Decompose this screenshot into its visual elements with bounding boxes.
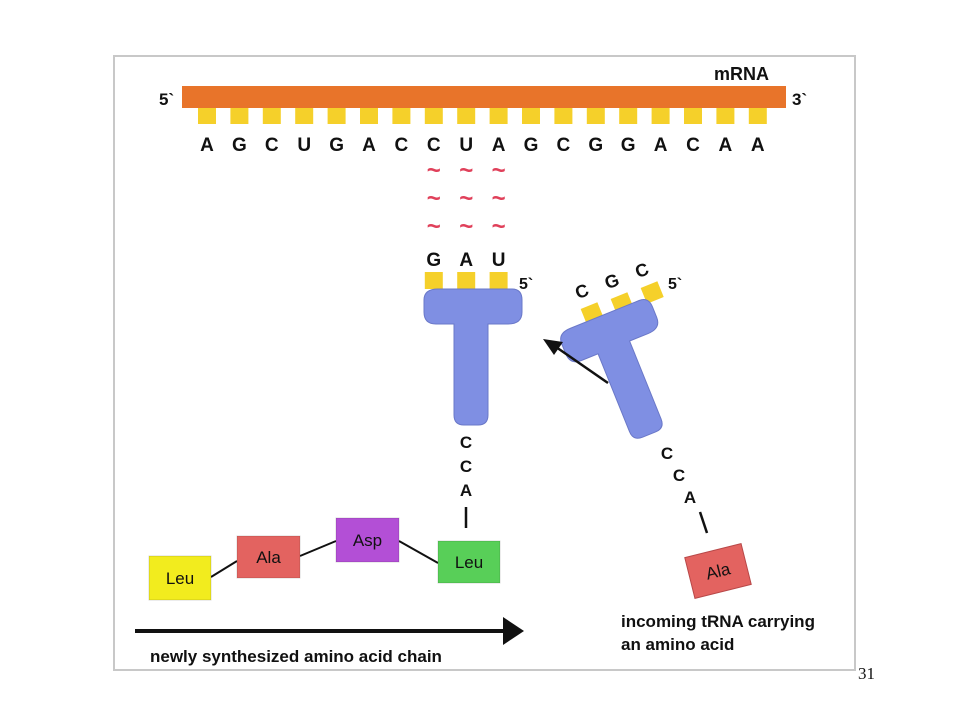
mrna-base-letter: G — [621, 135, 636, 156]
mrna-base-tab — [262, 108, 281, 124]
mrna-base-letter: A — [492, 135, 506, 156]
peptide-bond-2 — [299, 540, 337, 557]
amino-acid-label: Ala — [256, 548, 281, 567]
mrna-base-tab — [619, 108, 638, 124]
amino-acid-box — [148, 555, 212, 601]
mrna-base-tab — [327, 108, 346, 124]
mrna-base-letter: C — [686, 135, 700, 156]
mrna-base-tab — [684, 108, 702, 124]
bound-acceptor-letter: C — [460, 433, 472, 452]
mrna-base-letter: C — [427, 135, 441, 156]
incoming-acceptor-letter: C — [673, 466, 685, 485]
chain-direction-arrow-head — [503, 617, 524, 645]
incoming-anticodon-letter: C — [572, 280, 591, 303]
mrna-base-letter: G — [524, 135, 539, 156]
mrna-base-tab — [360, 108, 378, 124]
pairing-tilde: ~ — [459, 185, 473, 212]
mrna-base-tab — [748, 108, 767, 124]
chain-caption: newly synthesized amino acid chain — [150, 647, 442, 666]
amino-acid-box — [335, 517, 400, 563]
peptide-bond-1 — [210, 560, 238, 578]
bound-acceptor-letter: C — [460, 457, 472, 476]
mrna-base-letter: C — [395, 135, 409, 156]
codon-anticodon-pairing: ~~~~~~~~~ — [427, 157, 506, 240]
incoming-trna-acceptor: CCA — [661, 444, 696, 507]
pairing-tilde: ~ — [492, 157, 506, 184]
mrna-label: mRNA — [714, 64, 769, 84]
amino-acid-label: Asp — [353, 531, 382, 550]
mrna-base-tab — [198, 108, 216, 124]
amino-acid-label: Leu — [166, 569, 194, 588]
mrna-base-tab — [457, 108, 476, 124]
mrna-base-letter: A — [719, 135, 733, 156]
mrna-base-letter: A — [751, 135, 765, 156]
bound-anticodon-letter: U — [492, 250, 506, 271]
pairing-tilde: ~ — [427, 213, 441, 240]
incoming-trna-link — [698, 511, 709, 534]
incoming-anticodon-letter: G — [602, 270, 622, 294]
amino-acid-label: Leu — [455, 553, 483, 572]
mrna-base-letter: U — [459, 135, 473, 156]
amino-acid-box — [236, 535, 301, 579]
pairing-tilde: ~ — [492, 185, 506, 212]
bound-anticodon-tab — [457, 272, 476, 289]
bound-anticodon-tab — [489, 272, 508, 289]
page-number: 31 — [858, 664, 875, 683]
mrna-base-tab — [489, 108, 508, 124]
mrna-base-letter: A — [654, 135, 668, 156]
mrna-base-tab — [586, 108, 605, 124]
incoming-trna-five-prime-label: 5` — [668, 276, 682, 293]
incoming-caption-line-2: an amino acid — [621, 635, 734, 654]
incoming-acceptor-letter: A — [684, 488, 696, 507]
mrna-base-letter: C — [557, 135, 571, 156]
pairing-tilde: ~ — [459, 157, 473, 184]
mrna-base-tab — [230, 108, 249, 124]
mrna-base-letter: A — [200, 135, 214, 156]
pairing-tilde: ~ — [492, 213, 506, 240]
incoming-arrow-head — [543, 339, 563, 355]
incoming-caption-line-1: incoming tRNA carrying — [621, 612, 815, 631]
mrna-base-letter: C — [265, 135, 279, 156]
incoming-acceptor-letter: C — [661, 444, 673, 463]
bound-acceptor-letter: A — [460, 481, 472, 500]
mrna-base-tab — [554, 108, 573, 124]
bound-anticodon-tab — [424, 272, 443, 289]
mrna-base-tab — [716, 108, 735, 124]
mrna-base-letter: A — [362, 135, 376, 156]
mrna-base-tab — [651, 108, 670, 124]
pairing-tilde: ~ — [459, 213, 473, 240]
mrna-base-tab — [295, 108, 314, 124]
mrna-base-letter: U — [297, 135, 311, 156]
incoming-amino-acid-box — [684, 543, 752, 599]
bound-anticodon-letter: G — [426, 250, 441, 271]
incoming-anticodon-tab — [640, 281, 664, 304]
bound-trna-body — [423, 288, 523, 426]
mrna-base-letter: G — [588, 135, 603, 156]
pairing-tilde: ~ — [427, 157, 441, 184]
amino-acid-box — [437, 540, 501, 584]
mrna-strand — [182, 86, 786, 108]
bound-anticodon-letter: A — [459, 250, 473, 271]
mrna-base-tab — [522, 108, 540, 124]
incoming-anticodon-letter: C — [632, 259, 651, 282]
mrna-base-letter: G — [232, 135, 247, 156]
mrna-base-letter: G — [329, 135, 344, 156]
pairing-tilde: ~ — [427, 185, 441, 212]
mrna-base-tab — [392, 108, 411, 124]
mrna-base-tab — [424, 108, 443, 124]
mrna-three-prime-label: 3` — [792, 90, 807, 109]
incoming-arrow-shaft — [555, 345, 609, 385]
bound-trna-five-prime-label: 5` — [519, 276, 533, 293]
bound-trna-acceptor: CCA — [460, 433, 472, 500]
mrna-five-prime-label: 5` — [159, 90, 174, 109]
peptide-bond-3 — [398, 540, 439, 564]
